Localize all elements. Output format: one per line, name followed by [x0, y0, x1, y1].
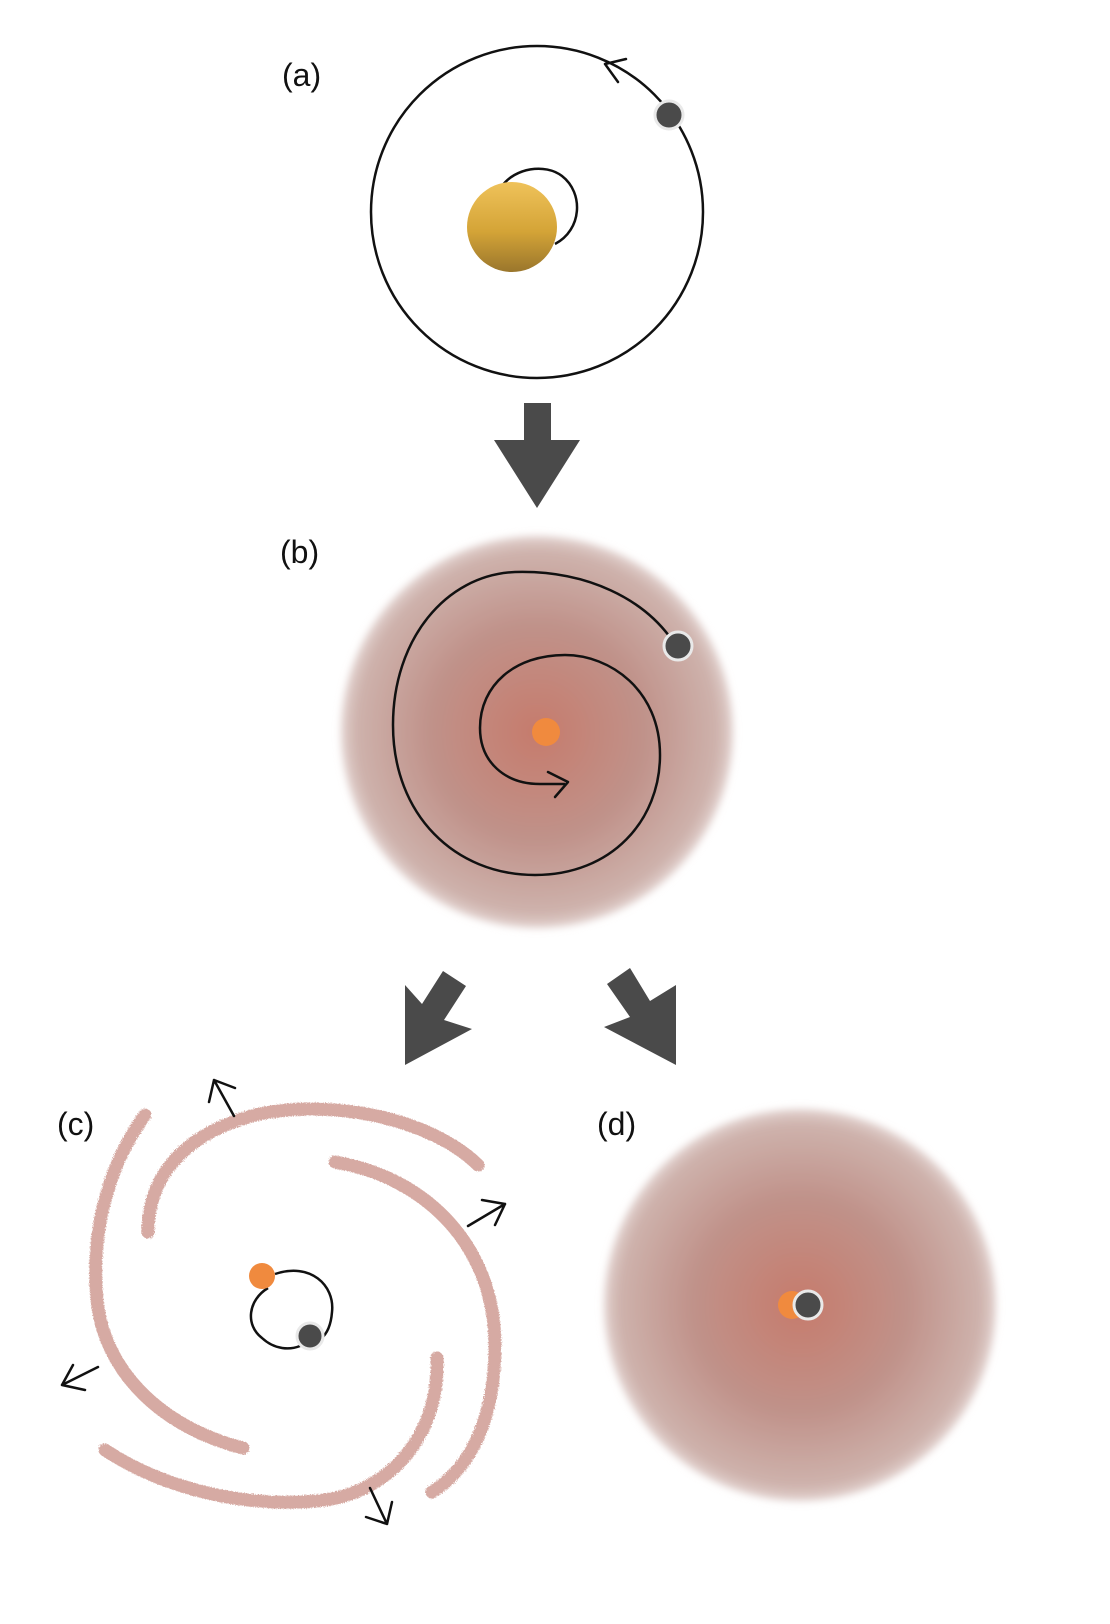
- companion-star: [792, 1289, 824, 1321]
- outer-orbit: [369, 44, 705, 380]
- spiral-arm: [328, 1155, 502, 1499]
- ejected-envelope-spiral-arms: [89, 1102, 502, 1509]
- inspiral-track: [391, 570, 678, 877]
- companion-star: [662, 630, 694, 662]
- arrow-a-to-b: [494, 403, 580, 508]
- giant-core: [249, 1263, 275, 1289]
- ejecta-arrow: [364, 1486, 394, 1526]
- ejecta-arrows: [60, 1078, 507, 1526]
- giant-core: [532, 718, 560, 746]
- arrow-b-to-c: [405, 971, 472, 1065]
- panel-d: (d): [597, 1106, 996, 1501]
- companion-star: [653, 99, 685, 131]
- orbit-direction-arrow: [603, 57, 628, 84]
- ejecta-arrow: [60, 1363, 100, 1392]
- panel-d-label: (d): [597, 1106, 636, 1142]
- inner-orbit: [500, 167, 579, 246]
- spiral-arm: [98, 1351, 444, 1509]
- spiral-arm: [141, 1102, 485, 1239]
- panel-c-label: (c): [57, 1106, 94, 1142]
- panel-c: (c): [57, 1078, 507, 1526]
- panel-b: (b): [280, 534, 733, 928]
- companion-star: [295, 1321, 325, 1351]
- panel-b-label: (b): [280, 534, 319, 570]
- ejecta-arrow: [466, 1198, 507, 1228]
- giant-star: [467, 182, 557, 272]
- spiral-arm: [89, 1108, 250, 1455]
- arrow-b-to-d: [604, 968, 676, 1065]
- ejecta-arrow: [207, 1078, 237, 1118]
- panel-a: (a): [282, 44, 705, 380]
- inspiral-arrow: [546, 770, 570, 799]
- panel-a-label: (a): [282, 57, 321, 93]
